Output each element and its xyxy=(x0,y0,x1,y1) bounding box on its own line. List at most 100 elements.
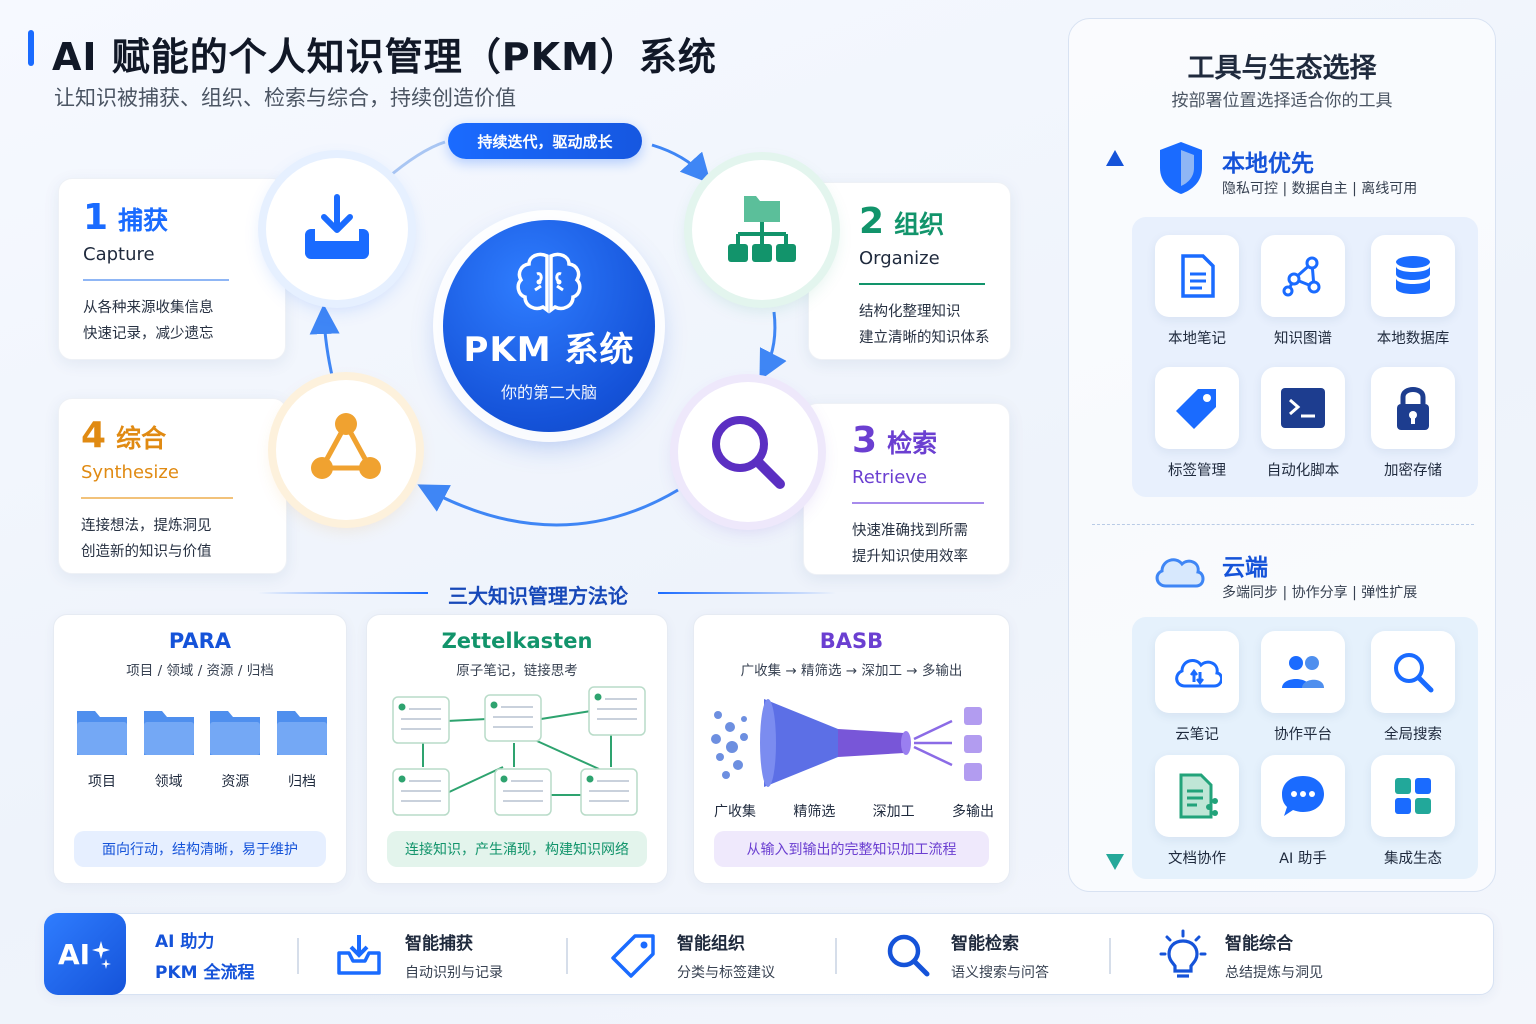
step-number: 1 xyxy=(83,197,109,238)
folder-item: 项目 xyxy=(74,703,130,791)
separator xyxy=(1109,938,1111,974)
methods-title: 三大知识管理方法论 xyxy=(448,584,628,608)
stage-label: 多输出 xyxy=(951,804,994,820)
brain-icon xyxy=(516,252,582,313)
grid-apps-icon xyxy=(1395,778,1431,814)
tool-tag-manager[interactable]: 标签管理 xyxy=(1155,367,1239,480)
step-name: 组织 xyxy=(894,210,945,239)
cycle-arrows xyxy=(309,140,787,527)
cycle-banner: 持续迭代，驱动成长 xyxy=(448,123,642,159)
tool-label: 标签管理 xyxy=(1168,463,1226,479)
step-name: 综合 xyxy=(116,424,167,453)
ai-badge: AI xyxy=(44,913,126,995)
step-retrieve-card: 3 检索 Retrieve 快速准确找到所需 提升知识使用效率 xyxy=(803,403,1010,575)
tool-local-notes[interactable]: 本地笔记 xyxy=(1155,235,1239,348)
separator xyxy=(835,938,837,974)
tool-integration-ecosystem[interactable]: 集成生态 xyxy=(1371,755,1455,868)
zettel-title: Zettelkasten xyxy=(441,629,593,653)
step-desc-line2: 提升知识使用效率 xyxy=(852,549,968,565)
tag-icon xyxy=(611,934,655,978)
feature-smart-synthesis: 智能综合 总结提炼与洞见 xyxy=(1159,914,1323,996)
ai-feature-bar: AI 助力 PKM 全流程 智能捕获 自动识别与记录 智能组织 分类与标签建议 … xyxy=(44,913,1494,995)
zettelkasten-card: Zettelkasten 原子笔记，链接思考 xyxy=(366,614,668,884)
folder-icon xyxy=(77,711,127,755)
feature-subtitle: 自动识别与记录 xyxy=(405,964,503,981)
folder-label: 项目 xyxy=(88,774,116,790)
lightbulb-icon xyxy=(1159,929,1207,978)
zettel-subtitle: 原子笔记，链接思考 xyxy=(456,663,578,679)
tools-subtitle: 按部署位置选择适合你的工具 xyxy=(1171,91,1393,111)
tool-label: 本地数据库 xyxy=(1376,331,1450,347)
basb-footer: 从输入到输出的完整知识加工流程 xyxy=(714,831,989,867)
feature-subtitle: 语义搜索与问答 xyxy=(951,964,1049,981)
tool-doc-collab[interactable]: 文档协作 xyxy=(1155,755,1239,868)
step-desc-line2: 建立清晰的知识体系 xyxy=(859,330,990,346)
step-name: 捕获 xyxy=(118,206,169,235)
terminal-icon xyxy=(1281,388,1325,428)
tool-encrypted-storage[interactable]: 加密存储 xyxy=(1371,367,1455,480)
synthesize-node xyxy=(276,380,416,520)
stage-label: 精筛选 xyxy=(793,804,836,820)
pkm-core: PKM 系统 你的第二大脑 xyxy=(443,220,655,432)
note-network xyxy=(392,686,646,816)
folder-item: 归档 xyxy=(274,703,330,791)
para-footer: 面向行动，结构清晰，易于维护 xyxy=(74,831,326,867)
feature-smart-capture: 智能捕获 自动识别与记录 xyxy=(335,914,503,996)
step-capture-card: 1 捕获 Capture 从各种来源收集信息 快速记录，减少遗忘 xyxy=(58,178,286,360)
tool-ai-assistant[interactable]: AI 助手 xyxy=(1261,755,1345,868)
step-english: Organize xyxy=(859,248,940,269)
core-subtitle: 你的第二大脑 xyxy=(500,382,597,402)
step-name: 检索 xyxy=(887,429,938,458)
feature-title: 智能组织 xyxy=(677,933,745,954)
search-icon xyxy=(1394,653,1434,693)
triangle-network-icon xyxy=(311,413,381,479)
folder-label: 领域 xyxy=(154,774,183,790)
tool-local-database[interactable]: 本地数据库 xyxy=(1371,235,1455,348)
tool-label: 集成生态 xyxy=(1384,851,1442,867)
local-subtitle: 隐私可控 | 数据自主 | 离线可用 xyxy=(1222,181,1418,197)
database-icon xyxy=(1396,256,1430,294)
tool-collab-platform[interactable]: 协作平台 xyxy=(1261,631,1345,744)
sparkle-icon xyxy=(92,941,112,969)
step-number: 3 xyxy=(852,420,878,461)
step-english: Synthesize xyxy=(81,462,179,483)
basb-title: BASB xyxy=(819,629,884,653)
basb-subtitle: 广收集 → 精筛选 → 深加工 → 多输出 xyxy=(740,663,963,679)
tool-automation-script[interactable]: 自动化脚本 xyxy=(1261,367,1345,480)
cloud-title: 云端 xyxy=(1222,555,1268,581)
deployment-axis xyxy=(1106,150,1124,870)
group-divider xyxy=(1092,524,1474,525)
feature-smart-organize: 智能组织 分类与标签建议 xyxy=(611,914,775,996)
local-title: 本地优先 xyxy=(1222,151,1314,177)
download-tray-icon xyxy=(305,194,369,259)
para-folders: 项目 领域 资源 归档 xyxy=(74,703,330,791)
tool-label: 本地笔记 xyxy=(1168,331,1226,347)
step-desc-line1: 连接想法，提炼洞见 xyxy=(81,518,212,534)
tool-cloud-notes[interactable]: 云笔记 xyxy=(1155,631,1239,744)
tools-title: 工具与生态选择 xyxy=(1187,53,1377,84)
step-desc-line2: 快速记录，减少遗忘 xyxy=(83,326,214,342)
step-desc-line2: 创造新的知识与价值 xyxy=(81,544,212,560)
step-number: 2 xyxy=(859,201,885,242)
feature-title: 智能检索 xyxy=(951,933,1019,954)
folder-icon xyxy=(276,711,327,755)
step-divider xyxy=(852,502,984,504)
cloud-sync-icon xyxy=(1175,658,1222,688)
stage-label: 广收集 xyxy=(714,804,756,820)
retrieve-node xyxy=(678,382,818,522)
feature-subtitle: 总结提炼与洞见 xyxy=(1225,964,1323,981)
cloud-icon xyxy=(1155,558,1205,588)
tag-icon xyxy=(1176,389,1216,429)
tool-label: 协作平台 xyxy=(1274,727,1332,743)
tool-global-search[interactable]: 全局搜索 xyxy=(1371,631,1455,744)
page-title: AI 赋能的个人知识管理（PKM）系统 xyxy=(52,35,717,79)
ai-badge-text: AI xyxy=(57,937,91,971)
ai-lead-subtitle: PKM 全流程 xyxy=(155,963,255,983)
step-number: 4 xyxy=(81,415,107,456)
tool-knowledge-graph[interactable]: 知识图谱 xyxy=(1261,235,1345,348)
organize-node xyxy=(692,160,832,300)
tool-label: AI 助手 xyxy=(1279,851,1327,867)
zettel-footer: 连接知识，产生涌现，构建知识网络 xyxy=(387,831,647,867)
users-icon xyxy=(1282,656,1324,688)
folder-tree-icon xyxy=(728,196,796,262)
